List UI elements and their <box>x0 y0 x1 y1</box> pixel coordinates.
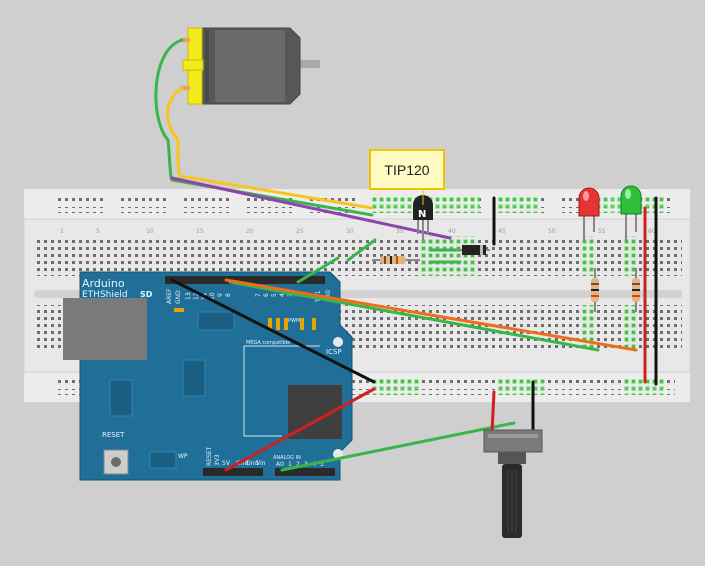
power-header <box>203 468 263 476</box>
svg-text:12: 12 <box>193 292 200 300</box>
svg-text:5V: 5V <box>222 460 231 467</box>
col-num: 35 <box>396 228 404 235</box>
wire-green-long <box>228 280 600 352</box>
svg-text:9: 9 <box>217 293 224 297</box>
col-num: 1 <box>60 228 64 235</box>
power-pin-labels: RESET 3V3 5V Gnd Gnd Vin <box>206 446 266 467</box>
analog-in-label: ANALOG IN <box>273 455 301 461</box>
wires <box>154 38 658 472</box>
mega-label: MEGA compatible <box>246 340 290 346</box>
ethernet-jack <box>63 298 147 360</box>
transistor-mark: N <box>418 209 426 220</box>
col-num: 55 <box>598 228 606 235</box>
col-num: 50 <box>548 228 556 235</box>
model-label: ETHShield <box>82 290 128 300</box>
green-led[interactable] <box>620 185 642 240</box>
reset-label: RESET <box>102 431 125 439</box>
svg-text:RESET: RESET <box>206 446 213 466</box>
svg-text:10: 10 <box>209 292 216 300</box>
top-power-rail <box>55 195 672 213</box>
arduino-ethernet-shield[interactable]: Arduino ETHShield SD MEGA compatible ICS… <box>63 271 353 481</box>
wire-black-gnd <box>170 278 376 384</box>
wire-red-5v <box>224 387 376 472</box>
col-num: 25 <box>296 228 304 235</box>
analog-header <box>275 468 335 476</box>
svg-text:6: 6 <box>263 293 270 297</box>
transistor-callout-text: TIP120 <box>384 161 430 178</box>
svg-text:Gnd: Gnd <box>246 460 258 467</box>
reset-button-cap[interactable] <box>111 457 121 467</box>
sd-label: SD <box>140 290 153 299</box>
svg-text:3: 3 <box>287 293 294 297</box>
svg-text:8: 8 <box>225 293 232 297</box>
svg-text:RX0: RX0 <box>325 290 332 302</box>
col-num: 15 <box>196 228 204 235</box>
led-resistor-green[interactable] <box>632 268 640 312</box>
wire-green-short <box>346 238 377 262</box>
wire-green-motor <box>154 38 374 217</box>
tip120-transistor[interactable]: N <box>413 195 433 240</box>
brand-label: Arduino <box>82 277 125 290</box>
svg-text:5: 5 <box>320 461 324 468</box>
svg-text:Gnd: Gnd <box>236 460 248 467</box>
svg-text:A0: A0 <box>276 461 284 468</box>
wp-label: WP <box>178 453 188 460</box>
col-num: 60 <box>648 228 656 235</box>
reset-button[interactable] <box>103 449 129 475</box>
icsp-label: ICSP <box>326 348 342 356</box>
svg-text:AREF: AREF <box>166 288 173 304</box>
motor-terminal <box>180 86 190 90</box>
wire-red-pot <box>490 390 496 434</box>
col-num: 20 <box>246 228 254 235</box>
status-led <box>174 308 184 312</box>
col-num: 45 <box>498 228 506 235</box>
dc-motor[interactable] <box>180 27 320 105</box>
potentiometer[interactable] <box>483 429 543 538</box>
svg-text:5: 5 <box>271 293 278 297</box>
col-num: 40 <box>448 228 456 235</box>
wire-orange <box>224 278 638 352</box>
mount-hole <box>333 337 343 347</box>
red-led[interactable] <box>578 187 600 240</box>
svg-text:13: 13 <box>185 292 192 300</box>
mount-hole <box>333 449 343 459</box>
column-numbers: 1 5 10 15 20 25 30 35 40 45 50 55 60 <box>60 228 656 235</box>
transistor-callout: TIP120 <box>369 149 445 190</box>
motor-terminal <box>180 38 190 42</box>
svg-text:3V3: 3V3 <box>214 454 221 466</box>
wire-purple <box>170 176 452 240</box>
svg-text:4: 4 <box>279 293 286 297</box>
wire-green-pin <box>296 256 340 284</box>
svg-text:GND: GND <box>175 290 182 304</box>
col-num: 30 <box>346 228 354 235</box>
diode[interactable] <box>456 245 490 255</box>
wire-yellow-motor <box>165 86 374 210</box>
base-resistor[interactable] <box>372 256 420 264</box>
wire-green-analog <box>280 421 516 472</box>
led-resistor-red[interactable] <box>591 268 599 312</box>
svg-text:1: 1 <box>288 461 292 468</box>
svg-text:Vin: Vin <box>256 460 266 467</box>
svg-text:2: 2 <box>296 461 300 468</box>
digital-header <box>165 276 325 284</box>
breadboard: 1 5 10 15 20 25 30 35 40 45 50 55 60 <box>23 188 691 403</box>
svg-text:7: 7 <box>255 293 262 297</box>
pwm-label: PWM <box>288 318 300 324</box>
col-num: 5 <box>96 228 100 235</box>
col-num: 10 <box>146 228 154 235</box>
